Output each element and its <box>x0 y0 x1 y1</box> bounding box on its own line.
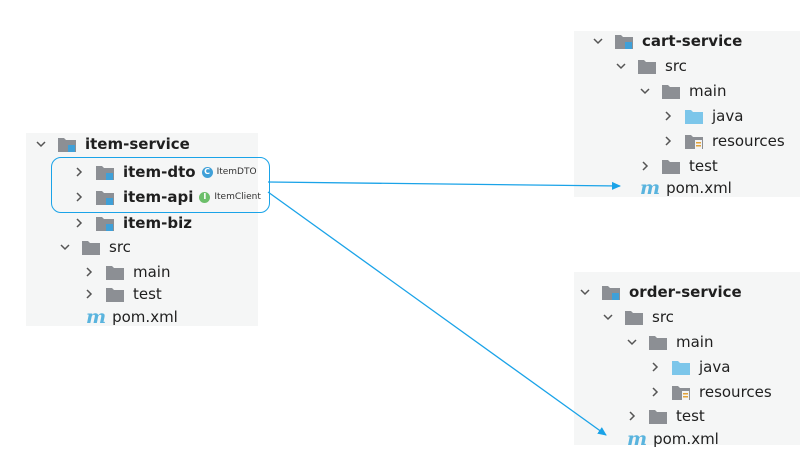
tree-node-test[interactable]: test <box>639 155 718 177</box>
tree-node-label: item-api <box>123 188 194 206</box>
tree-node-label: main <box>133 263 171 281</box>
module-folder-icon <box>614 32 634 50</box>
module-folder-icon <box>95 188 115 206</box>
tree-node-label: src <box>652 308 674 326</box>
chevron-right-icon[interactable] <box>73 217 85 229</box>
folder-icon <box>661 157 681 175</box>
tree-node-label: src <box>109 238 131 256</box>
folder-icon <box>81 238 101 256</box>
maven-icon: m <box>86 306 107 328</box>
tree-node-java[interactable]: java <box>649 356 730 378</box>
tree-node-label: test <box>676 407 705 425</box>
tree-node-label: main <box>676 333 714 351</box>
chevron-right-icon[interactable] <box>662 110 674 122</box>
chevron-right-icon[interactable] <box>649 361 661 373</box>
tree-node-order-service[interactable]: order-service <box>579 281 742 303</box>
folder-icon <box>105 285 125 303</box>
tree-node-src[interactable]: src <box>602 306 674 328</box>
chevron-right-icon[interactable] <box>73 166 85 178</box>
order-service-panel <box>574 272 800 445</box>
tree-node-resources[interactable]: resources <box>662 130 785 152</box>
chevron-down-icon[interactable] <box>602 311 614 323</box>
java-folder-icon <box>671 358 691 376</box>
tree-node-main[interactable]: main <box>83 261 170 283</box>
folder-icon <box>624 308 644 326</box>
tree-node-pom[interactable]: m pom.xml <box>86 306 178 328</box>
chevron-right-icon[interactable] <box>626 410 638 422</box>
tree-node-label: test <box>689 157 718 175</box>
tree-node-label: src <box>665 57 687 75</box>
folder-icon <box>648 407 668 425</box>
chevron-right-icon[interactable] <box>83 266 95 278</box>
module-folder-icon <box>601 283 621 301</box>
folder-icon <box>648 333 668 351</box>
interface-badge: I ItemClient <box>199 186 261 208</box>
chevron-down-icon[interactable] <box>579 286 591 298</box>
chevron-right-icon[interactable] <box>83 288 95 300</box>
tree-node-resources[interactable]: resources <box>649 381 772 403</box>
chevron-right-icon[interactable] <box>73 191 85 203</box>
class-badge-label: ItemDTO <box>216 167 257 177</box>
class-badge: C ItemDTO <box>201 161 257 183</box>
tree-node-label: pom.xml <box>112 308 178 326</box>
interface-badge-label: ItemClient <box>214 192 261 202</box>
tree-node-label: order-service <box>629 283 742 301</box>
folder-icon <box>105 263 125 281</box>
chevron-right-icon[interactable] <box>639 160 651 172</box>
maven-icon: m <box>627 428 648 450</box>
tree-node-test[interactable]: test <box>626 405 705 427</box>
tree-node-main[interactable]: main <box>626 331 713 353</box>
chevron-down-icon[interactable] <box>35 138 47 150</box>
tree-node-test[interactable]: test <box>83 283 162 305</box>
tree-node-java[interactable]: java <box>662 105 743 127</box>
arrow-to-order-service <box>267 191 607 436</box>
tree-node-label: test <box>133 285 162 303</box>
tree-node-src[interactable]: src <box>615 55 687 77</box>
tree-node-label: pom.xml <box>653 430 719 448</box>
tree-node-main[interactable]: main <box>639 80 726 102</box>
module-folder-icon <box>95 214 115 232</box>
chevron-down-icon[interactable] <box>639 85 651 97</box>
tree-node-label: item-dto <box>123 163 196 181</box>
item-service-panel <box>26 133 258 326</box>
class-icon: C <box>201 166 213 178</box>
tree-node-item-dto[interactable]: item-dto C ItemDTO <box>73 161 257 183</box>
tree-node-item-service[interactable]: item-service <box>35 133 190 155</box>
tree-node-item-api[interactable]: item-api I ItemClient <box>73 186 261 208</box>
folder-icon <box>637 57 657 75</box>
tree-node-label: pom.xml <box>666 179 732 197</box>
chevron-down-icon[interactable] <box>615 60 627 72</box>
tree-node-label: resources <box>699 383 772 401</box>
tree-node-pom[interactable]: m pom.xml <box>640 177 732 199</box>
tree-node-label: java <box>712 107 744 125</box>
resources-folder-icon <box>671 383 691 401</box>
tree-node-pom[interactable]: m pom.xml <box>627 428 719 450</box>
tree-node-label: java <box>699 358 731 376</box>
tree-node-src[interactable]: src <box>59 236 131 258</box>
chevron-down-icon[interactable] <box>59 241 71 253</box>
maven-icon: m <box>640 177 661 199</box>
tree-node-label: cart-service <box>642 32 743 50</box>
chevron-right-icon[interactable] <box>649 386 661 398</box>
chevron-right-icon[interactable] <box>662 135 674 147</box>
chevron-down-icon[interactable] <box>592 35 604 47</box>
module-folder-icon <box>95 163 115 181</box>
tree-node-label: resources <box>712 132 785 150</box>
interface-icon: I <box>199 191 211 203</box>
tree-node-label: main <box>689 82 727 100</box>
tree-node-item-biz[interactable]: item-biz <box>73 212 192 234</box>
arrow-to-cart-service <box>267 181 621 190</box>
tree-node-label: item-biz <box>123 214 192 232</box>
folder-icon <box>661 82 681 100</box>
tree-node-cart-service[interactable]: cart-service <box>592 30 742 52</box>
module-folder-icon <box>57 135 77 153</box>
tree-node-label: item-service <box>85 135 190 153</box>
highlight-box <box>51 157 270 213</box>
resources-folder-icon <box>684 132 704 150</box>
java-folder-icon <box>684 107 704 125</box>
chevron-down-icon[interactable] <box>626 336 638 348</box>
